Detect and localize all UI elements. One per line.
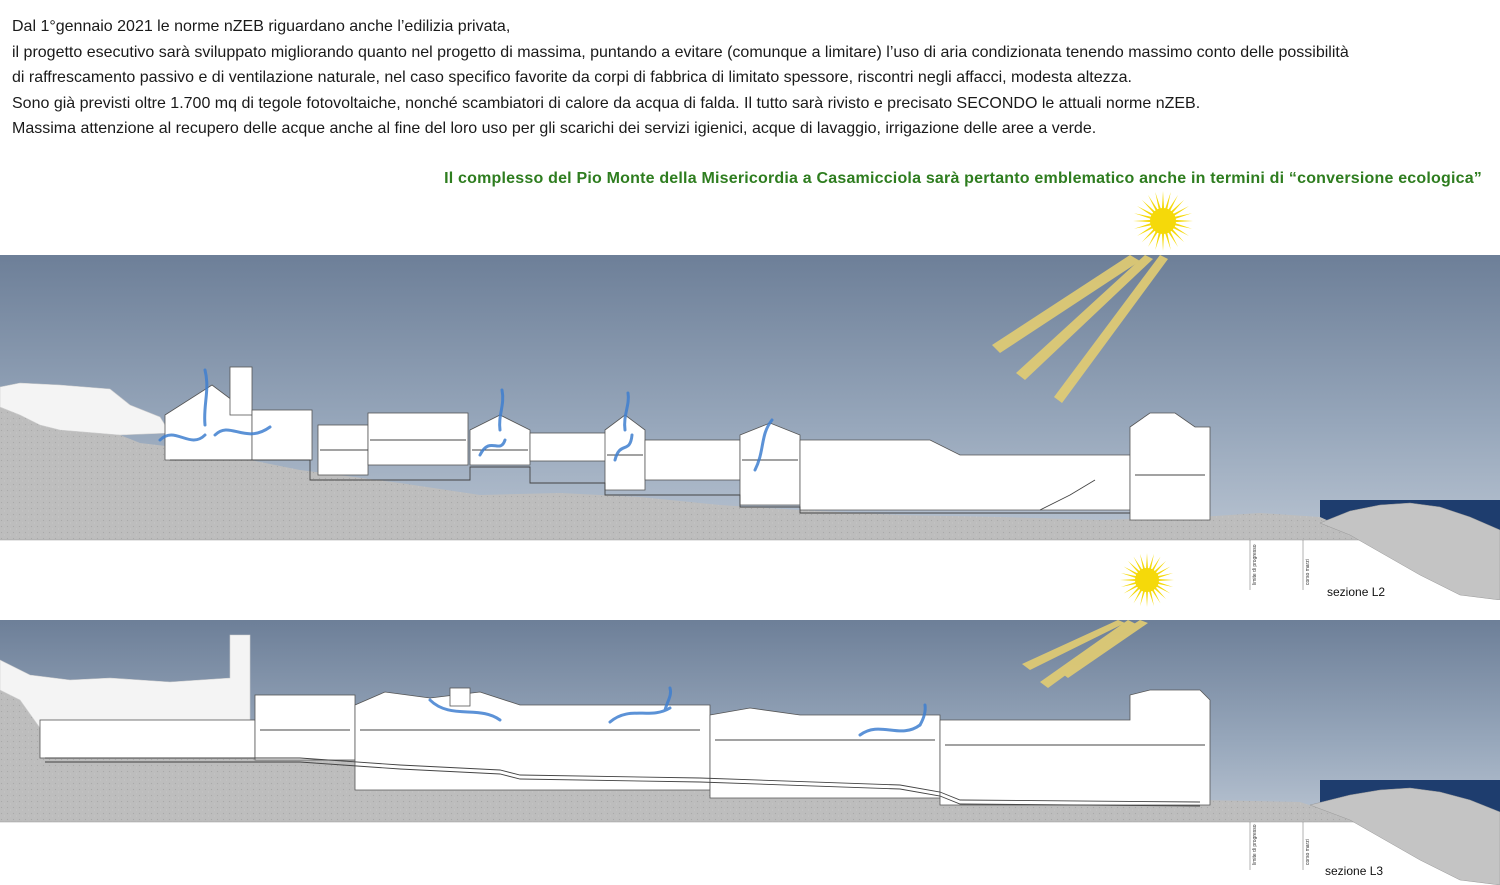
sun-ray [1157, 581, 1174, 587]
sun-ray [1120, 579, 1137, 581]
sun-ray [1133, 588, 1143, 604]
sun-ray [1161, 191, 1165, 210]
annotation-corso: corso marzi [1305, 559, 1311, 585]
sun-ray [1123, 566, 1139, 576]
intro-line: Massima attenzione al recupero delle acq… [12, 120, 1097, 138]
section-l3-panel: limite di progresso corso marzi sezione … [0, 620, 1500, 885]
cliff [0, 634, 251, 729]
sun-ray [1141, 228, 1156, 243]
intro-line: Sono già previsti oltre 1.700 mq di tego… [12, 94, 1201, 112]
floor-lines [170, 439, 1205, 514]
sunbeams [992, 255, 1168, 403]
sun-ray [1148, 230, 1158, 247]
headline: Il complesso del Pio Monte della Miseric… [444, 170, 1482, 187]
airflow-arrow-icon [158, 368, 774, 472]
intro-text: Dal 1°gennaio 2021 le norme nZEB riguard… [12, 14, 1497, 142]
sun-ray [1137, 226, 1154, 236]
sun-icon [1120, 553, 1174, 607]
sun-ray [1151, 556, 1161, 572]
section-l2-drawing [0, 255, 1500, 600]
sunbeams [1022, 620, 1148, 688]
intro-line: Dal 1°gennaio 2021 le norme nZEB riguard… [12, 18, 511, 35]
section-label: sezione L3 [1325, 864, 1384, 878]
sun-ray [1168, 195, 1178, 212]
annotation-limite: limite di progresso [1252, 824, 1258, 865]
sun-ray [1148, 590, 1154, 607]
sun-ray [1140, 553, 1146, 570]
sun-ray [1155, 584, 1171, 594]
sun-ray [1170, 228, 1185, 243]
section-l3-drawing [0, 620, 1500, 885]
sun-ray [1165, 192, 1171, 210]
sun-ray [1172, 226, 1189, 236]
sun-ray [1148, 195, 1158, 212]
sun-ray [1174, 219, 1193, 223]
sun-ray [1123, 584, 1139, 594]
sun-ray [1155, 566, 1171, 576]
sun-ray [1141, 199, 1156, 214]
sun-ray [1148, 553, 1154, 570]
section-label: sezione L2 [1327, 585, 1386, 599]
sun-ray [1134, 213, 1152, 219]
sun-ray [1157, 573, 1174, 579]
sun-ray [1170, 199, 1185, 214]
sun-ray [1155, 232, 1161, 250]
airflow-arrow-icon [428, 686, 927, 737]
sun-ray [1157, 579, 1174, 581]
sun-ray [1161, 232, 1165, 251]
sun-ray [1174, 223, 1192, 229]
sun-ray [1140, 590, 1146, 607]
sun-ray [1155, 192, 1161, 210]
sun-ray [1134, 223, 1152, 229]
coast-rocks [1319, 502, 1500, 600]
sun-ray [1146, 553, 1148, 570]
section-l2-panel: limite di progresso corso marzi sezione … [0, 255, 1500, 600]
sun-ray [1120, 573, 1137, 579]
ground [0, 690, 1360, 822]
intro-line: il progetto esecutivo sarà sviluppato mi… [12, 43, 1349, 61]
sun-ray [1133, 219, 1152, 223]
sun-ray [1154, 587, 1167, 600]
coast-rocks [1309, 787, 1500, 885]
ground [0, 405, 1380, 540]
intro-line: di raffrescamento passivo e di ventilazi… [12, 69, 1132, 87]
sun-ray [1168, 230, 1178, 247]
sun-ray [1154, 560, 1167, 573]
sun-icon [1133, 191, 1193, 251]
sun-ray [1120, 581, 1137, 587]
sun-ray [1146, 590, 1148, 607]
sun-ray [1133, 556, 1143, 572]
annotation-corso: corso marzi [1305, 839, 1311, 865]
sun-ray [1172, 206, 1189, 216]
sun-ray [1165, 232, 1171, 250]
sun-ray [1151, 588, 1161, 604]
sun-ray [1137, 206, 1154, 216]
sun-ray [1174, 213, 1192, 219]
sun-ray [1127, 560, 1140, 573]
building-section [164, 366, 1211, 521]
floor-lines [45, 729, 1205, 807]
annotation-limite: limite di progresso [1252, 544, 1258, 585]
sun-ray [1127, 587, 1140, 600]
